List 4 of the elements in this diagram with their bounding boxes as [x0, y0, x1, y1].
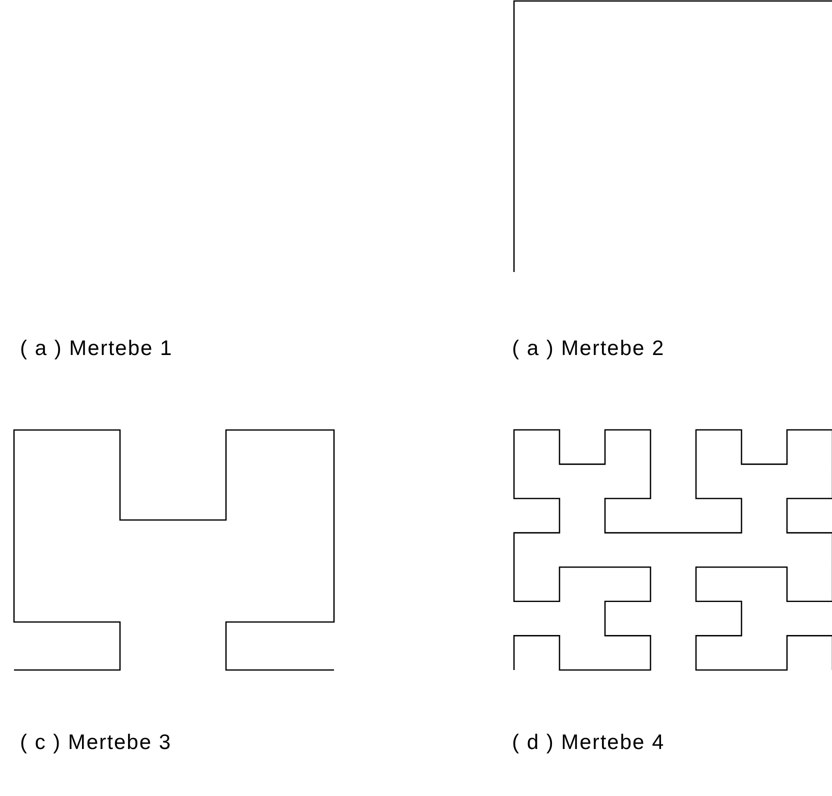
- figure-caption: ( c ) Mertebe 3: [20, 731, 172, 755]
- figure-caption: ( a ) Mertebe 1: [20, 337, 173, 361]
- figure-caption: ( a ) Mertebe 2: [512, 337, 665, 361]
- figure-caption: ( d ) Mertebe 4: [512, 731, 665, 755]
